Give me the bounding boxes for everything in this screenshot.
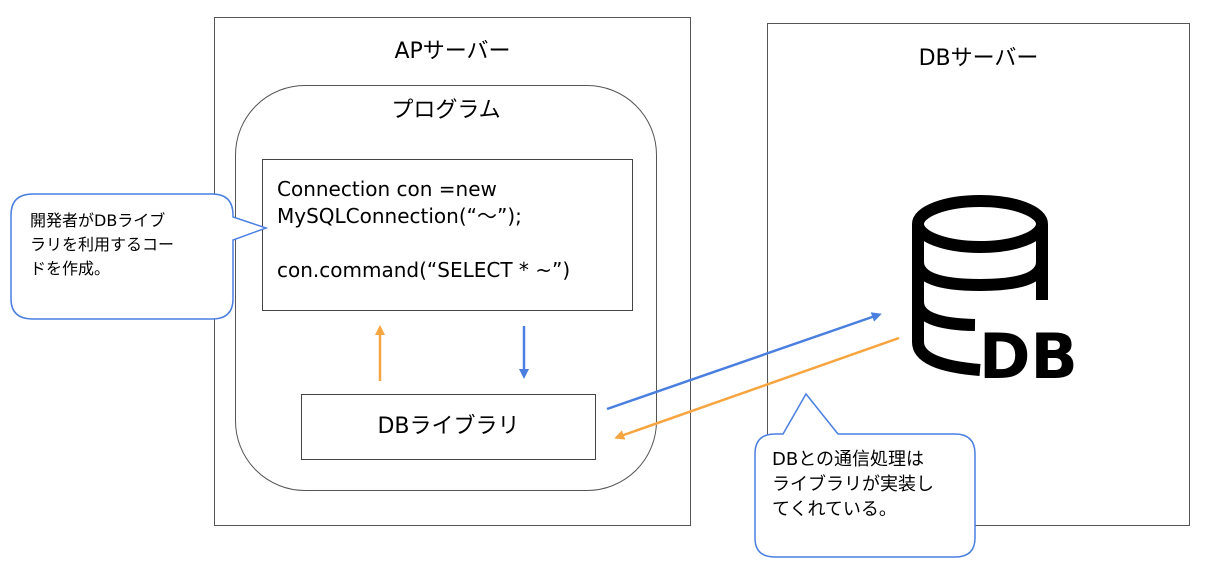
callout-communication [754, 392, 976, 558]
database-icon-label: DB [979, 320, 1078, 393]
db-library-box [301, 394, 596, 460]
callout-communication-text: DBとの通信処理は ライブラリが実装し てくれている。 [772, 449, 934, 520]
callout-developer-text: 開発者がDBライブ ラリを利用するコー ドを作成。 [30, 211, 175, 278]
program-title: プログラム [391, 98, 501, 123]
db-library-label: DBライブラリ [377, 414, 520, 439]
ap-server-title: APサーバー [394, 39, 511, 64]
db-server-title: DBサーバー [918, 46, 1039, 71]
request-arrow-blue [606, 312, 882, 411]
callout-developer [10, 193, 269, 320]
code-box [262, 159, 633, 311]
database-icon [912, 195, 1048, 376]
code-text: Connection con =new MySQLConnection(“～”)… [277, 177, 571, 282]
response-arrow-orange [614, 336, 900, 440]
